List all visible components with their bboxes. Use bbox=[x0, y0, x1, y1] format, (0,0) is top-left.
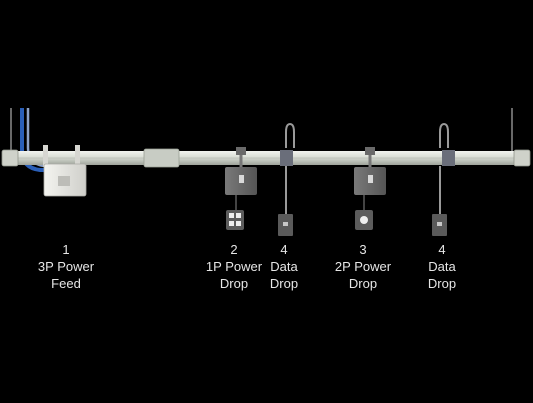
label-2p-line2: Drop bbox=[348, 276, 378, 291]
label-data2-number: 4 bbox=[438, 242, 446, 257]
label-2p-line1: 2P Power bbox=[334, 259, 392, 274]
power-drop-2p bbox=[354, 147, 386, 230]
busway-rail bbox=[1, 148, 531, 168]
rail-end-cap-left bbox=[1, 149, 19, 167]
label-data2-line1: Data bbox=[428, 259, 456, 274]
rail-coupler bbox=[143, 148, 180, 168]
label-data-drop-1: 4 Data Drop bbox=[254, 241, 314, 292]
power-drop-1p bbox=[225, 147, 257, 230]
label-2p-drop: 3 2P Power Drop bbox=[323, 241, 403, 292]
data-drop-1 bbox=[278, 122, 295, 236]
label-feed-line2: Feed bbox=[51, 276, 81, 291]
rail-end-cap-right bbox=[513, 149, 531, 167]
label-1p-line2: Drop bbox=[219, 276, 249, 291]
feed-box bbox=[43, 145, 87, 197]
label-data1-number: 4 bbox=[280, 242, 288, 257]
label-data1-line1: Data bbox=[270, 259, 298, 274]
label-1p-number: 2 bbox=[230, 242, 238, 257]
label-data2-line2: Drop bbox=[427, 276, 457, 291]
label-1p-drop: 2 1P Power Drop bbox=[194, 241, 274, 292]
label-feed: 1 3P Power Feed bbox=[26, 241, 106, 292]
data-drop-2 bbox=[432, 122, 455, 236]
label-data1-line2: Drop bbox=[269, 276, 299, 291]
label-2p-number: 3 bbox=[359, 242, 367, 257]
label-feed-line1: 3P Power bbox=[37, 259, 95, 274]
label-data-drop-2: 4 Data Drop bbox=[412, 241, 472, 292]
label-feed-number: 1 bbox=[62, 242, 70, 257]
label-1p-line1: 1P Power bbox=[205, 259, 263, 274]
hanger-rods bbox=[10, 108, 513, 154]
